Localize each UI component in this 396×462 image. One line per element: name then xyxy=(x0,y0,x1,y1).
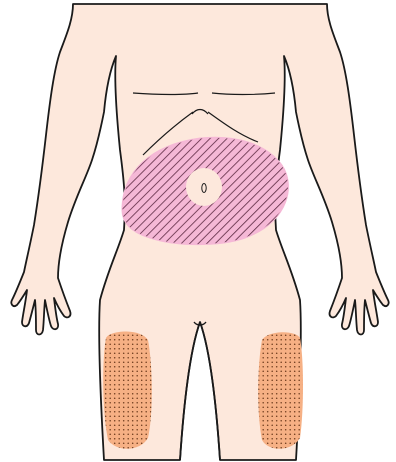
navel-area xyxy=(186,168,222,206)
right-thigh-injection-zone xyxy=(258,332,303,449)
left-thigh-injection-zone xyxy=(103,332,152,449)
